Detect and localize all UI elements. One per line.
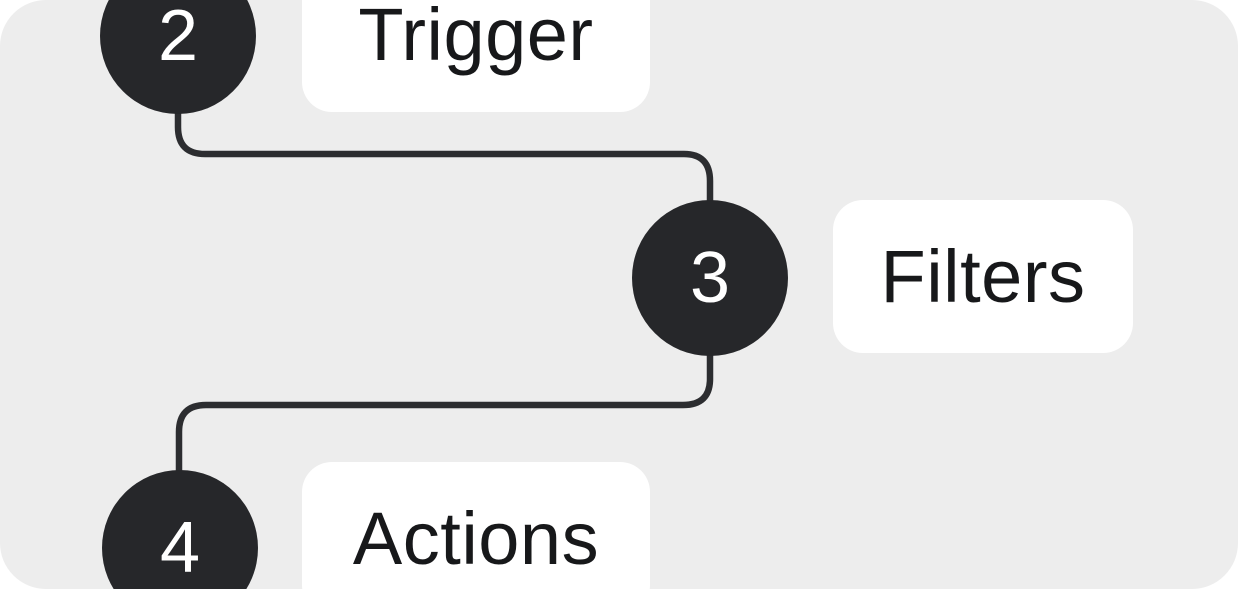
step-number-circle-3: 3 [632, 200, 788, 356]
step-label-actions-text: Actions [352, 496, 600, 580]
connector-step3-to-step4 [175, 320, 714, 500]
step-number-3-text: 3 [689, 238, 731, 318]
step-label-filters: Filters [833, 200, 1133, 353]
step-number-4-text: 4 [159, 508, 201, 588]
step-number-circle-4: 4 [102, 470, 258, 589]
step-label-trigger: Trigger [302, 0, 650, 112]
step-number-circle-2: 2 [100, 0, 256, 114]
step-label-actions: Actions [302, 462, 650, 589]
step-number-2-text: 2 [157, 0, 199, 76]
step-label-trigger-text: Trigger [358, 0, 594, 76]
connector-step2-to-step3 [174, 70, 714, 240]
step-label-filters-text: Filters [880, 234, 1086, 318]
